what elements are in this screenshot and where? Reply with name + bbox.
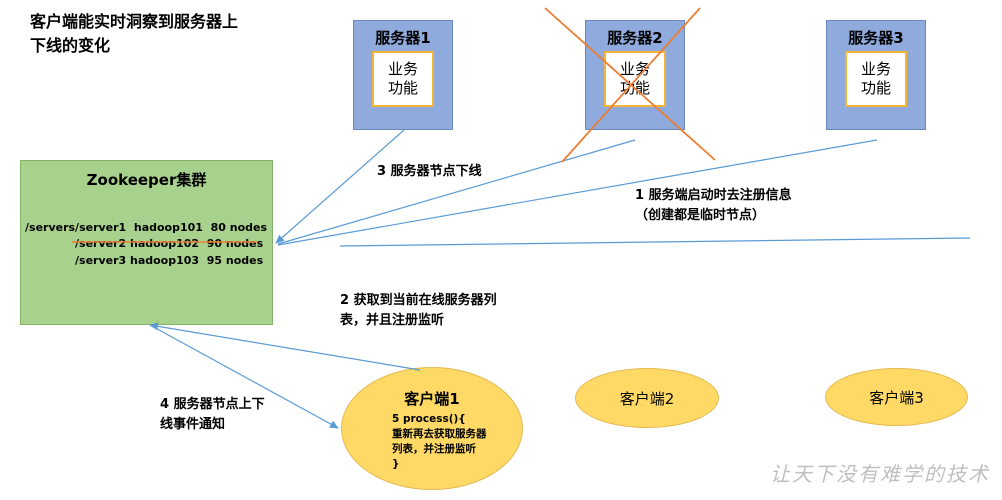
arrow-server2-to-zk [277, 139, 636, 245]
client-1-name: 客户端1 [404, 390, 460, 408]
server-3-name: 服务器3 [848, 29, 904, 47]
diagram-title: 客户端能实时洞察到服务器上下线的变化 [30, 12, 239, 55]
arrow-zk-notify-client1 [149, 324, 339, 429]
client-1-code: 5 process(){ 重新再去获取服务器 列表，并注册监听 } [392, 412, 487, 472]
server-2-cross-line-a [544, 7, 716, 161]
server-1-function-box: 业务 功能 [372, 51, 434, 107]
server-3-function-line1: 业务 [860, 60, 891, 78]
server-1-function-line2: 功能 [387, 79, 418, 97]
watermark: 让天下没有难学的技术 [770, 462, 990, 486]
client-1-ellipse: 客户端1 5 process(){ 重新再去获取服务器 列表，并注册监听 } [341, 367, 523, 490]
client-3-ellipse: 客户端3 [825, 368, 968, 426]
client-1-code-line3: 列表，并注册监听 [392, 443, 476, 455]
step-1-label: 1 服务端启动时去注册信息（创建都是临时节点） [635, 188, 792, 223]
zookeeper-title: Zookeeper集群 [86, 171, 207, 189]
arrow-client1-to-zk [149, 322, 421, 371]
client-1-code-line2: 重新再去获取服务器 [392, 428, 487, 440]
server-1-box: 服务器1 业务 功能 [353, 20, 453, 130]
arrow-server3-to-zk [277, 139, 878, 246]
server-3-function-box: 业务 功能 [845, 51, 907, 107]
arrow-server1-to-zk [275, 129, 405, 244]
server-2-cross-line-b [561, 7, 701, 163]
client-2-ellipse: 客户端2 [575, 368, 719, 428]
server-1-function-line1: 业务 [387, 60, 418, 78]
zk-node-server2: /server2 hadoop102 90 nodes [75, 237, 264, 250]
step-2-label: 2 获取到当前在线服务器列表，并且注册监听 [340, 293, 497, 328]
server-1-name: 服务器1 [375, 29, 431, 47]
client-1-code-line4: } [392, 458, 400, 470]
zk-node-server3: /server3 hadoop103 95 nodes [75, 254, 264, 267]
zk-node-server1: /servers/server1 hadoop101 80 nodes [25, 221, 268, 234]
client-1-code-line1: 5 process(){ [392, 413, 466, 425]
client-3-name: 客户端3 [869, 388, 924, 407]
step-4-label: 4 服务器节点上下线事件通知 [160, 397, 265, 432]
step-3-label: 3 服务器节点下线 [377, 164, 482, 179]
server-2-name: 服务器2 [607, 29, 663, 47]
server-3-function-line2: 功能 [860, 79, 891, 97]
server-3-box: 服务器3 业务 功能 [826, 20, 926, 130]
register-line [339, 237, 971, 247]
client-2-name: 客户端2 [619, 389, 675, 408]
